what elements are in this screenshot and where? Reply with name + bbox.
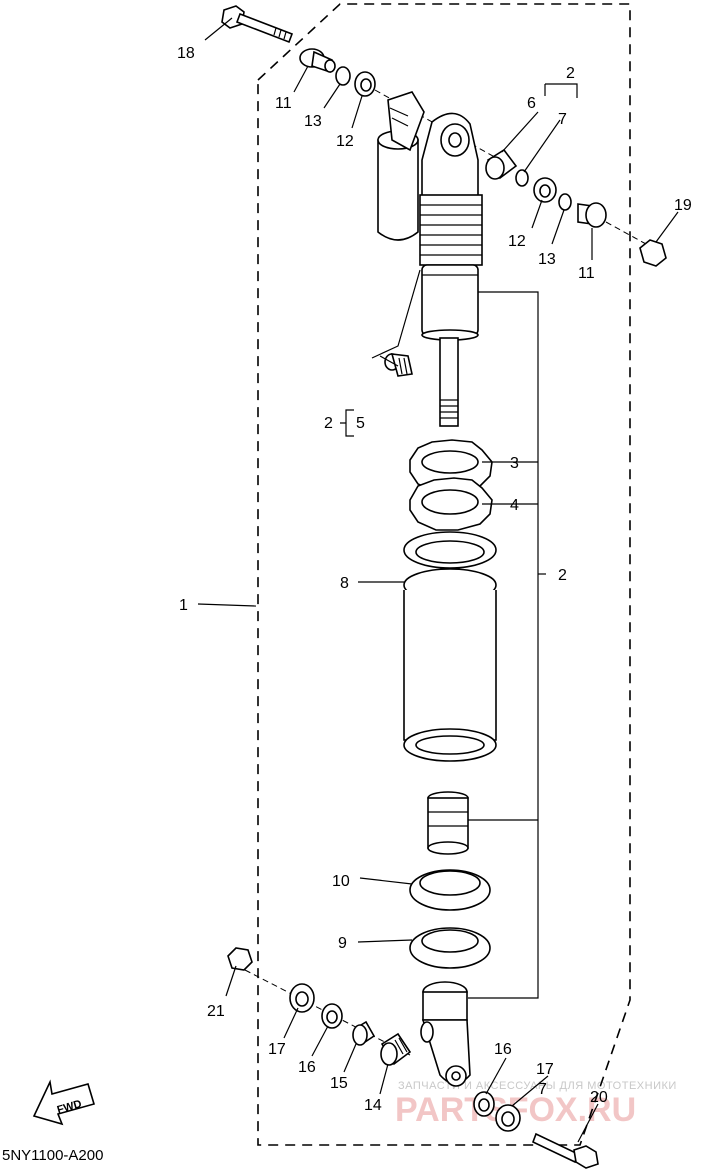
callout-17-right: 17	[536, 1061, 554, 1078]
leader-lines	[197, 17, 679, 1143]
spring-guide-9	[409, 927, 491, 969]
forward-arrow-icon: FWD	[32, 1079, 96, 1126]
nut-21	[227, 947, 253, 971]
callout-8: 8	[340, 575, 349, 592]
callout-17-left: 17	[268, 1041, 286, 1058]
collar-11-left	[299, 48, 336, 74]
callout-16-right: 16	[494, 1041, 512, 1058]
callouts: 18 11 13 12 2 6 7 12 13 11 19 2 5 3 4 8 …	[177, 45, 692, 1114]
shock-body-upper	[419, 112, 483, 341]
callout-7-low: 7	[538, 1081, 547, 1098]
callout-4: 4	[510, 497, 519, 514]
damper-rod	[439, 337, 459, 427]
callout-2-top: 2	[566, 65, 575, 82]
washer-16-right	[473, 1091, 495, 1117]
spring-seat-10	[409, 869, 491, 911]
callout-19: 19	[674, 197, 692, 214]
callout-10: 10	[332, 873, 350, 890]
spring-nut-3	[409, 439, 493, 493]
callout-3: 3	[510, 455, 519, 472]
callout-21: 21	[207, 1003, 225, 1020]
assembly-frame	[257, 3, 631, 1146]
nut-19	[639, 239, 667, 267]
diagram-code: 5NY1100-A200	[2, 1147, 103, 1164]
callout-12-right: 12	[508, 233, 526, 250]
callout-11-left: 11	[275, 95, 292, 112]
watermark-line1: ЗАПЧАСТИ И АКСЕССУАРЫ ДЛЯ МОТОТЕХНИКИ	[398, 1080, 677, 1092]
right-axis-line	[605, 221, 647, 245]
callout-16-left: 16	[298, 1059, 316, 1076]
callout-20: 20	[590, 1089, 608, 1106]
oring-13-right	[558, 193, 572, 211]
callout-7: 7	[558, 111, 567, 128]
callout-14: 14	[364, 1097, 382, 1114]
callout-13-right: 13	[538, 251, 556, 268]
collar-15	[352, 1020, 376, 1046]
valve-5	[384, 353, 413, 377]
bearing-14	[380, 1032, 412, 1066]
bolt-20	[531, 1132, 599, 1169]
spring-nut-4	[409, 477, 493, 531]
reservoir	[377, 91, 425, 241]
spring-8	[403, 531, 497, 762]
seal-12-right	[533, 177, 557, 203]
callout-6: 6	[527, 95, 536, 112]
oring-13-left	[335, 66, 351, 86]
callout-5: 5	[356, 415, 365, 432]
collar-6	[485, 148, 518, 180]
collar-11-right	[577, 202, 607, 228]
seal-17-left	[289, 983, 315, 1013]
callout-9: 9	[338, 935, 347, 952]
clip-7	[515, 169, 529, 187]
callout-2-right: 2	[558, 567, 567, 584]
callout-12-left: 12	[336, 133, 354, 150]
callout-1: 1	[179, 597, 188, 614]
callout-15: 15	[330, 1075, 348, 1092]
callout-11-right: 11	[578, 265, 595, 282]
seal-17-right	[495, 1104, 521, 1132]
seal-12-left	[354, 71, 376, 97]
washer-16-left	[321, 1003, 343, 1029]
callout-2-mid: 2	[324, 415, 333, 432]
bump-stop	[427, 791, 469, 855]
watermark: ЗАПЧАСТИ И АКСЕССУАРЫ ДЛЯ МОТОТЕХНИКИ PA…	[395, 1080, 677, 1129]
lower-eye	[420, 981, 471, 1087]
bolt-18	[221, 5, 294, 44]
callout-13-left: 13	[304, 113, 322, 130]
callout-18: 18	[177, 45, 195, 62]
